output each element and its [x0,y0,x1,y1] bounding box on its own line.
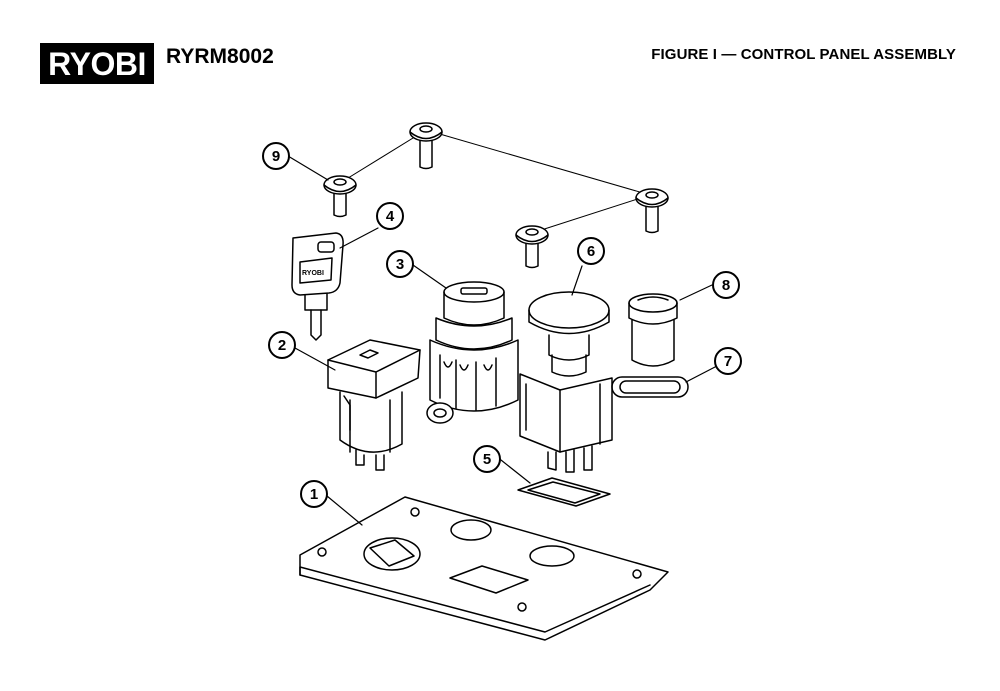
usb-socket [327,339,421,471]
ryobi-logo: RYOBI [40,43,154,84]
callout-5: 5 [473,445,501,473]
figure-title: FIGURE I — CONTROL PANEL ASSEMBLY [651,46,956,63]
callout-9: 9 [262,142,290,170]
callout-leaders [287,155,716,526]
svg-text:9: 9 [272,148,280,165]
ignition-switch [426,281,519,424]
screw-2 [323,175,357,218]
logo-text: RYOBI [48,45,146,82]
pto-switch [519,291,613,473]
screw-3 [635,188,669,234]
screw-1 [409,122,443,170]
svg-text:7: 7 [724,353,732,370]
model-number: RYRM8002 [166,45,274,68]
ignition-key: RYOBI [291,232,344,341]
callout-2: 2 [268,331,296,359]
svg-text:1: 1 [310,486,318,503]
callout-7: 7 [714,347,742,375]
svg-text:4: 4 [386,208,395,225]
svg-text:RYOBI: RYOBI [302,270,324,277]
callout-1: 1 [300,480,328,508]
screw-4 [515,225,549,269]
control-panel-plate [299,496,669,641]
callout-6: 6 [577,237,605,265]
svg-text:8: 8 [722,277,730,294]
svg-text:2: 2 [278,337,286,354]
gasket-rectangle [517,477,611,507]
svg-text:6: 6 [587,243,595,260]
svg-text:5: 5 [483,451,491,468]
callout-8: 8 [712,271,740,299]
callout-3: 3 [386,250,414,278]
gasket-oval [611,376,689,398]
svg-text:3: 3 [396,256,404,273]
callout-4: 4 [376,202,404,230]
screw-connection-lines [339,129,651,234]
switch-cover [628,293,678,367]
